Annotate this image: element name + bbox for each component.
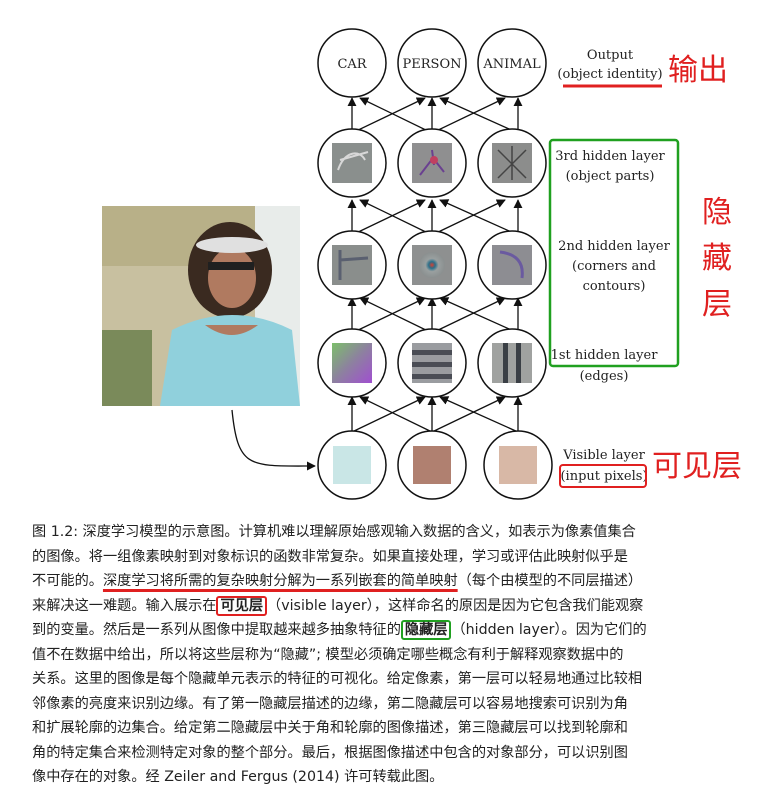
h3-label: 3rd hidden layer — [555, 149, 665, 164]
hidden-layers-box — [548, 138, 680, 368]
annotation-hidden-3: 层 — [702, 287, 732, 322]
hidden-layer-2 — [317, 230, 547, 300]
neural-network-figure: CAR PERSON ANIMAL — [102, 28, 742, 500]
h2-sublabel-2: contours) — [583, 279, 646, 294]
caption-text: 来解决这一难题。输入展示在 — [32, 597, 217, 614]
input-photo — [102, 206, 300, 406]
pixel-swatch — [499, 446, 537, 484]
feature-image — [332, 245, 372, 285]
visible-label-box — [559, 464, 647, 488]
output-label-car: CAR — [337, 57, 367, 72]
h2-label: 2nd hidden layer — [558, 239, 670, 254]
caption-line: 来解决这一难题。输入展示在可见层（visible layer），这样命名的原因是… — [32, 594, 744, 619]
caption-text: （visible layer），这样命名的原因是因为它包含我们能观察 — [267, 597, 644, 614]
feature-image — [332, 143, 372, 183]
caption-text: 到的变量。然后是一系列从图像中提取越来越多抽象特征的 — [32, 622, 401, 638]
caption-line: 值不在数据中给出，所以将这些层称为“隐藏”; 模型必须确定哪些概念有利于解释观察… — [32, 646, 624, 663]
visible-label: Visible layer — [562, 448, 645, 463]
h2-sublabel-1: (corners and — [572, 259, 656, 274]
photo-to-input-arrow — [231, 409, 316, 471]
figure-caption: 图 1.2: 深度学习模型的示意图。计算机难以理解原始感观输入数据的含义，如表示… — [32, 520, 744, 790]
output-sublabel: (object identity) — [557, 67, 662, 82]
caption-line: 邻像素的亮度来识别边缘。有了第一隐藏层描述的边缘，第二隐藏层可以容易地搜索可识别… — [32, 695, 628, 712]
caption-line: 到的变量。然后是一系列从图像中提取越来越多抽象特征的隐藏层（hidden lay… — [32, 618, 744, 643]
caption-text: （hidden layer）。因为它们的 — [451, 622, 647, 638]
output-node-animal — [477, 28, 547, 98]
hidden-layer-1 — [317, 328, 547, 398]
h3-sublabel: (object parts) — [566, 169, 655, 184]
highlighted-phrase: 深度学习将所需的复杂映射分解为一系列嵌套的简单映射 — [102, 573, 458, 589]
caption-line: 不可能的。深度学习将所需的复杂映射分解为一系列嵌套的简单映射（每个由模型的不同层… — [32, 569, 744, 594]
annotation-hidden-2: 藏 — [702, 241, 732, 276]
connections — [347, 97, 523, 433]
output-label-person: PERSON — [403, 57, 462, 72]
annotation-visible: 可见层 — [652, 449, 742, 484]
output-node-person — [397, 28, 467, 98]
visible-layer — [317, 430, 553, 500]
feature-image — [332, 343, 372, 383]
h1-label: 1st hidden layer — [551, 348, 659, 363]
h1-sublabel: (edges) — [580, 369, 629, 384]
annotation-output: 输出 — [668, 53, 728, 88]
visible-sublabel: (input pixels) — [560, 469, 647, 484]
output-node-car — [317, 28, 387, 98]
pixel-swatch — [333, 446, 371, 484]
pixel-swatch — [413, 446, 451, 484]
caption-text: 不可能的。 — [32, 573, 103, 589]
caption-line: 关系。这里的图像是每个隐藏单元表示的特征的可视化。给定像素，第一层可以轻易地通过… — [32, 671, 643, 687]
caption-line: 像中存在的对象。经 Zeiler and Fergus (2014) 许可转载此… — [32, 769, 444, 785]
visible-layer-term: 可见层 — [216, 595, 268, 616]
caption-line: 图 1.2: 深度学习模型的示意图。计算机难以理解原始感观输入数据的含义，如表示… — [32, 524, 636, 540]
feature-image — [492, 343, 532, 383]
caption-text: （每个由模型的不同层描述） — [457, 573, 643, 589]
hidden-layer-3 — [317, 128, 547, 198]
caption-line: 和扩展轮廓的边集合。给定第二隐藏层中关于角和轮廓的图像描述，第三隐藏层可以找到轮… — [32, 720, 628, 736]
hidden-layer-term: 隐藏层 — [400, 620, 452, 640]
caption-line: 角的特定集合来检测特定对象的整个部分。最后，根据图像描述中包含的对象部分，可以识… — [32, 744, 628, 761]
output-label: Output — [587, 48, 634, 63]
feature-image — [492, 245, 532, 285]
output-label-animal: ANIMAL — [482, 57, 541, 72]
output-layer — [317, 28, 547, 98]
caption-line: 的图像。将一组像素映射到对象标识的函数非常复杂。如果直接处理，学习或评估此映射似… — [32, 548, 628, 565]
annotation-hidden-1: 隐 — [702, 195, 732, 230]
